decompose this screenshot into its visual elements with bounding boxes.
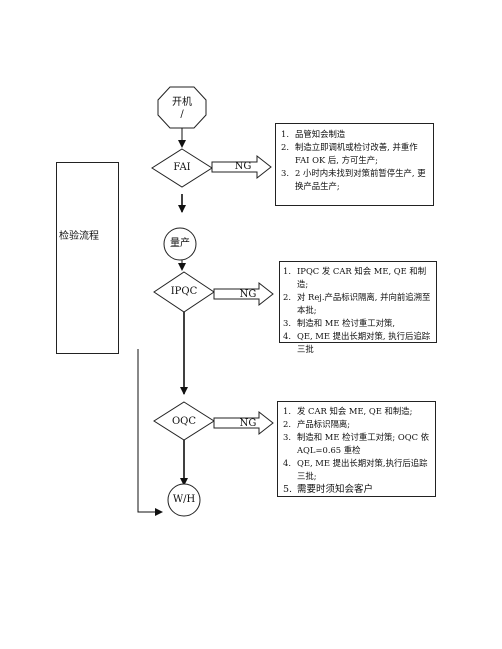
fai-action-item: 3.2 小时内未找到对策前暂停生产, 更换产品生产; [281, 168, 426, 191]
ng-label-fai: NG [234, 161, 252, 172]
start-label: 开机 / [162, 97, 202, 121]
fai-action-box: 1.品管知会制造 2.制造立即调机或检讨改善, 并重作 FAI OK 后, 方可… [275, 123, 434, 206]
oqc-action-item: 3.制造和 ME 检讨重工对策; OQC 依 AQL=0.65 重检 [283, 432, 430, 455]
ng-label-ipqc: NG [239, 289, 257, 300]
fai-label: FAI [173, 162, 191, 173]
inspection-process-label: 检验流程 [59, 231, 99, 242]
ipqc-action-box: 1.IPQC 发 CAR 知会 ME, QE 和制造; 2.对 Rej.产品标识… [279, 261, 437, 354]
ipqc-action-item: 2.对 Rej.产品标识隔离, 并向前追溯至本批; [283, 292, 431, 315]
fai-diamond [151, 148, 213, 188]
ipqc-label: IPQC [170, 286, 198, 297]
oqc-action-item: 2.产品标识隔离; [283, 419, 351, 429]
inspection-process-box: 检验流程 [56, 162, 119, 354]
start-label-line2: / [180, 109, 184, 120]
ng-arrow-oqc [213, 410, 274, 436]
ng-arrow-fai [211, 154, 272, 180]
oqc-label: OQC [171, 416, 197, 427]
fai-action-item: 2.制造立即调机或检讨改善, 并重作 FAI OK 后, 方可生产; [281, 142, 418, 165]
ng-arrow-ipqc [213, 281, 274, 307]
ipqc-action-item: 4.QE, ME 提出长期对策, 执行后追踪三批 [283, 331, 431, 354]
oqc-action-item: 5.需要时须知会客户 [283, 484, 374, 495]
mass-production-label: 量产 [170, 238, 190, 249]
wh-label: W/H [172, 494, 196, 505]
oqc-action-item: 1.发 CAR 知会 ME, QE 和制造; [283, 406, 413, 416]
start-label-line1: 开机 [172, 97, 192, 108]
oqc-action-item: 4.QE, ME 提出长期对策,执行后追踪三批; [283, 458, 428, 481]
mass-production-circle [163, 227, 197, 261]
wh-circle [167, 483, 201, 517]
connector-side-to-wh [137, 349, 163, 516]
ipqc-action-item: 1.IPQC 发 CAR 知会 ME, QE 和制造; [283, 266, 427, 289]
ng-label-oqc: NG [239, 418, 257, 429]
fai-action-item: 1.品管知会制造 [281, 129, 346, 139]
ipqc-action-item: 3.制造和 ME 检讨重工对策, [283, 318, 396, 328]
start-octagon [157, 86, 207, 129]
oqc-action-box: 1.发 CAR 知会 ME, QE 和制造; 2.产品标识隔离; 3.制造和 M… [277, 401, 436, 497]
